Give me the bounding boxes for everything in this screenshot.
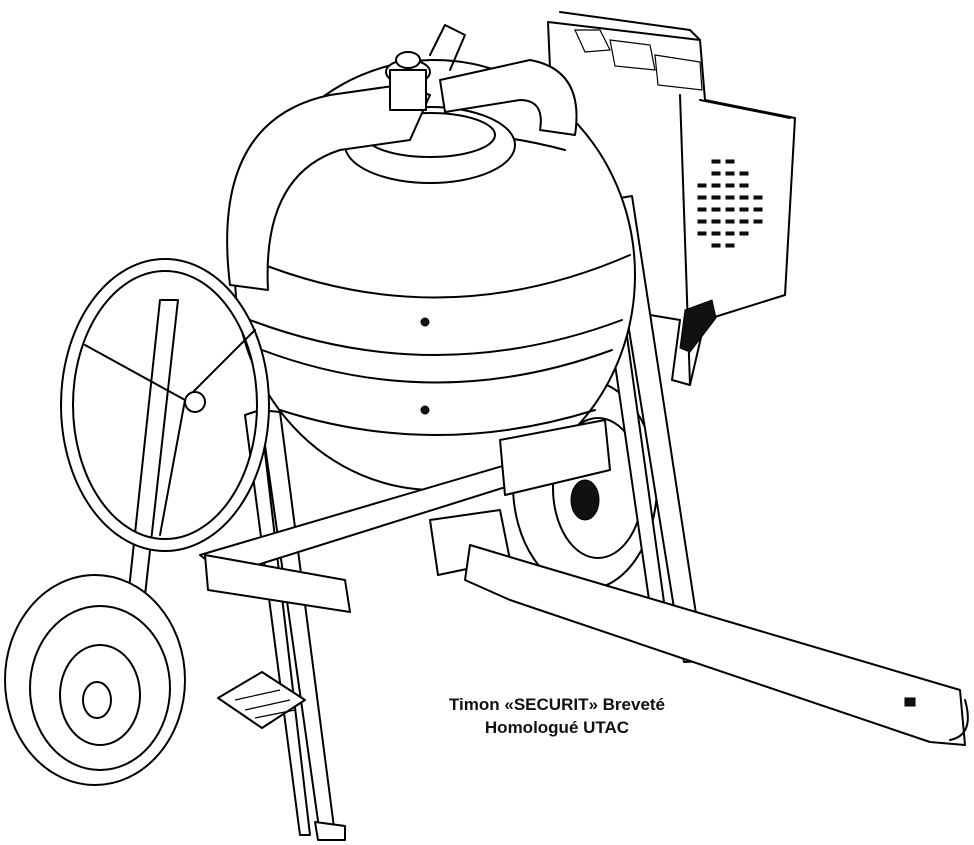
caption-line-2: Homologué UTAC xyxy=(484,718,630,737)
caption-line-1: Timon «SECURIT» Breveté xyxy=(448,695,666,714)
vent-grille xyxy=(697,159,763,248)
left-leg xyxy=(123,299,346,841)
drum-arch xyxy=(226,24,578,291)
tow-bar xyxy=(464,544,969,746)
front-wheel xyxy=(4,574,186,786)
foot-step xyxy=(217,671,306,729)
tilting-handwheel xyxy=(60,258,270,552)
caption: Timon «SECURIT» Breveté Homologué UTAC xyxy=(392,693,722,739)
